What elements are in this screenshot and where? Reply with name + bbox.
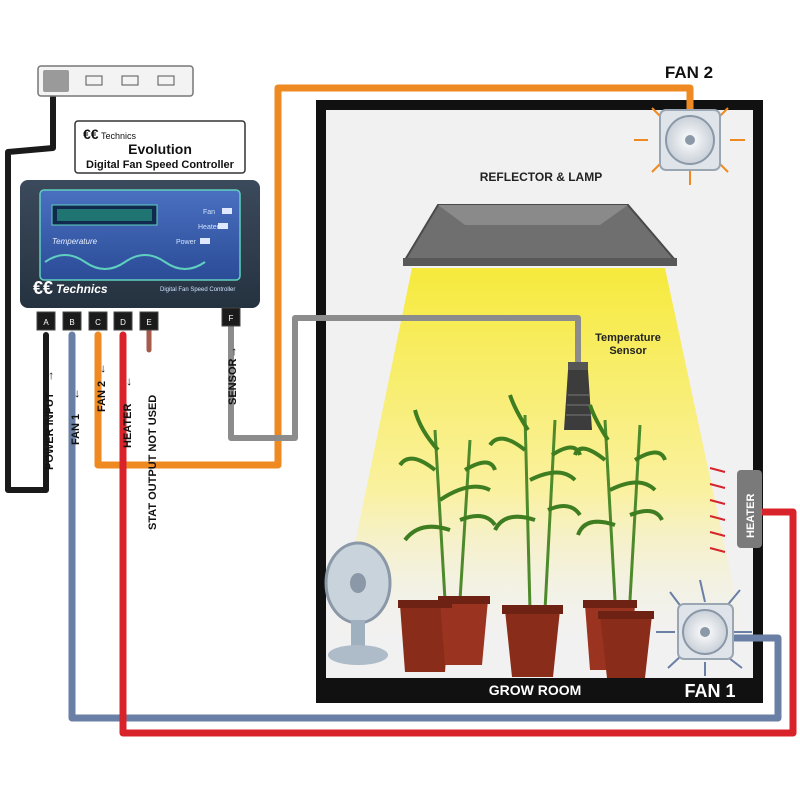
sensor-connection-label: SENSOR bbox=[227, 358, 239, 405]
power-input-label: POWER INPUT bbox=[44, 392, 56, 470]
product-subtitle: Digital Fan Speed Controller bbox=[86, 159, 235, 171]
socket-3-icon bbox=[157, 75, 175, 86]
socket-1-icon bbox=[85, 75, 103, 86]
terminal-e bbox=[139, 311, 159, 331]
terminal-b bbox=[62, 311, 82, 331]
product-label-card: €€ Technics Evolution Digital Fan Speed … bbox=[74, 120, 246, 174]
terminal-f-label: F bbox=[229, 314, 234, 323]
temperature-sensor-label-line1: Temperature bbox=[595, 332, 661, 344]
stat-output-label: STAT OUTPUT NOT USED bbox=[147, 395, 159, 530]
fan1-title: FAN 1 bbox=[684, 681, 735, 701]
controller-panel bbox=[39, 189, 241, 281]
reflector-label: REFLECTOR & LAMP bbox=[480, 170, 602, 184]
fan2-wire bbox=[94, 84, 694, 469]
sensor-wire bbox=[228, 315, 581, 441]
fan-speed-controller: Fan Heater Power Temperature €€ Technics… bbox=[20, 180, 260, 331]
heater-unit: HEATER bbox=[709, 467, 762, 553]
plant-group-right bbox=[573, 404, 667, 678]
sensor-arrow-icon: → bbox=[225, 346, 239, 358]
desk-fan-stand bbox=[351, 620, 365, 650]
reflector-hood-top bbox=[438, 205, 628, 225]
sensor-probe bbox=[564, 370, 592, 430]
desk-fan bbox=[324, 541, 392, 665]
panel-heater-label: Heater bbox=[198, 224, 220, 231]
wires bbox=[5, 84, 797, 737]
power-strip bbox=[37, 65, 194, 97]
terminal-d-label: D bbox=[120, 318, 126, 327]
reflector-lamp: REFLECTOR & LAMP bbox=[403, 170, 678, 266]
fan1-intake bbox=[656, 579, 752, 676]
fan2-title: FAN 2 bbox=[665, 63, 713, 82]
plant-group-left bbox=[398, 409, 497, 672]
power-wire bbox=[5, 85, 56, 493]
terminal-f bbox=[221, 307, 241, 327]
power-indicator-icon bbox=[200, 238, 210, 244]
panel-power-label: Power bbox=[176, 239, 197, 246]
heater-indicator-icon bbox=[218, 223, 228, 229]
heater-tag bbox=[737, 470, 762, 548]
lamp-light-cone bbox=[335, 268, 745, 640]
fan1-hub bbox=[700, 627, 710, 637]
connection-labels: POWER INPUT → FAN 1 ← FAN 2 ← HEATER ← S… bbox=[42, 346, 239, 530]
panel-wave-graphic bbox=[44, 254, 206, 270]
terminal-b-label: B bbox=[69, 318, 74, 327]
panel-temperature-label: Temperature bbox=[52, 237, 98, 246]
display-segments bbox=[57, 209, 152, 221]
terminal-e-label: E bbox=[146, 318, 151, 327]
temperature-sensor: Temperature Sensor bbox=[564, 332, 661, 430]
panel-logo-icon: €€ bbox=[33, 278, 53, 298]
reflector-rim bbox=[403, 258, 677, 266]
power-strip-body bbox=[37, 65, 194, 97]
terminal-block: A B C D E F bbox=[36, 307, 241, 331]
terminal-c-label: C bbox=[95, 318, 101, 327]
fan2-arrow-icon: ← bbox=[94, 363, 108, 375]
heater-arrow-icon: ← bbox=[120, 376, 134, 388]
fan1-connection-label: FAN 1 bbox=[70, 414, 82, 445]
heater-wire bbox=[119, 331, 797, 737]
desk-fan-hub bbox=[350, 573, 366, 593]
power-strip-plug bbox=[43, 70, 69, 92]
temperature-sensor-label-line2: Sensor bbox=[609, 345, 647, 357]
heat-arrows-icon bbox=[709, 467, 726, 553]
fan2-connection-label: FAN 2 bbox=[96, 381, 108, 412]
grow-room-label: GROW ROOM bbox=[489, 682, 582, 698]
socket-2-icon bbox=[121, 75, 139, 86]
product-label-box bbox=[74, 120, 246, 174]
panel-logo-text: Technics bbox=[56, 282, 108, 296]
fan1-wire bbox=[68, 331, 782, 722]
heater-tag-label: HEATER bbox=[745, 494, 757, 538]
plant-group-middle bbox=[488, 394, 582, 677]
fan2-hub bbox=[685, 135, 695, 145]
panel-footer-text: Digital Fan Speed Controller bbox=[160, 287, 235, 293]
fan2-exhaust: FAN 2 bbox=[634, 63, 745, 185]
fan-indicator-icon bbox=[222, 208, 232, 214]
terminal-a-label: A bbox=[43, 318, 49, 327]
sensor-body bbox=[568, 362, 588, 370]
terminal-d bbox=[113, 311, 133, 331]
terminal-c bbox=[88, 311, 108, 331]
fan1-arrow-icon: ← bbox=[68, 388, 82, 400]
product-name: Evolution bbox=[128, 141, 192, 157]
desk-fan-base bbox=[328, 645, 388, 665]
plants bbox=[398, 394, 667, 678]
brand-logo-icon: €€ bbox=[83, 126, 99, 142]
power-input-arrow-icon: → bbox=[42, 370, 56, 382]
brand-top-text: Technics bbox=[101, 131, 137, 141]
terminal-a bbox=[36, 311, 56, 331]
panel-fan-label: Fan bbox=[203, 209, 215, 216]
heater-connection-label: HEATER bbox=[122, 404, 134, 448]
